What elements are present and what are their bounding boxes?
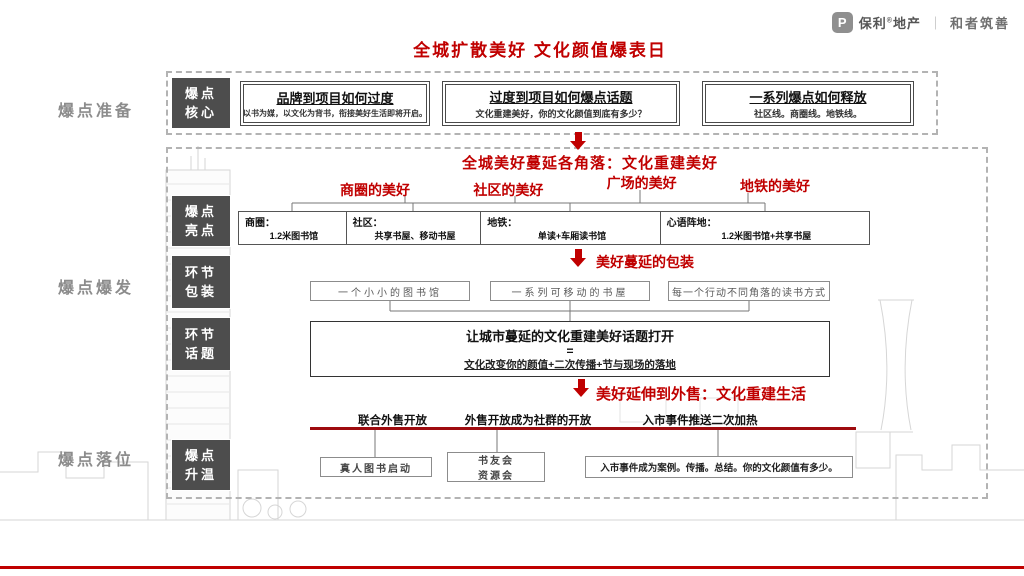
stage-tag-topic: 环节话题 bbox=[172, 318, 230, 370]
phase-label-burst: 爆点爆发 bbox=[58, 280, 135, 297]
package-label: 美好蔓延的包装 bbox=[596, 254, 694, 270]
stage-tag-warmup: 爆点升温 bbox=[172, 440, 230, 490]
logo-brand: 保利®地产 bbox=[858, 16, 921, 31]
spots-row: 商圈的美好 社区的美好 广场的美好 地铁的美好 bbox=[340, 175, 810, 200]
summary-line2: 文化改变你的颜值+二次传播+节与现场的落地 bbox=[464, 359, 676, 371]
table-cell-community: 社区： 共享书屋、移动书屋 bbox=[345, 212, 481, 244]
prep-box-subtitle: 社区线。商圈线。地铁线。 bbox=[753, 109, 862, 119]
stage-tag-package: 环节包装 bbox=[172, 256, 230, 308]
burst-headline: 全城美好蔓延各角落：文化重建美好 bbox=[461, 155, 718, 172]
table-cell-metro: 地铁： 单读+车厢读书馆 bbox=[480, 212, 659, 244]
event-box-case-summary: 入市事件成为案例。传播。总结。你的文化颜值有多少。 bbox=[585, 456, 853, 478]
package-box-mobile: 一系列可移动的书屋 bbox=[490, 281, 650, 301]
timeline-item-open: 联合外售开放 bbox=[358, 415, 427, 427]
summary-line1: 让城市蔓延的文化重建美好话题打开 bbox=[465, 329, 674, 344]
prep-box-topic: 过度到项目如何爆点话题 文化重建美好，你的文化颜值到底有多少？ bbox=[442, 81, 680, 126]
prep-box-brand: 品牌到项目如何过度 以书为媒，以文化为背书，衔接美好生活即将开启。 bbox=[240, 81, 430, 126]
table-cell-heartland: 心语阵地： 1.2米图书馆+共享书屋 bbox=[659, 212, 869, 244]
channel-table: 商圈： 1.2米图书馆 社区： 共享书屋、移动书屋 地铁： 单读+车厢读书馆 心… bbox=[238, 211, 870, 245]
down-arrow-icon bbox=[570, 132, 586, 150]
package-box-corner: 每一个行动不同角落的读书方式 bbox=[668, 281, 830, 301]
extend-label: 美好延伸到外售：文化重建生活 bbox=[596, 386, 807, 403]
timeline-item-reheat: 入市事件推送二次加热 bbox=[642, 415, 758, 427]
event-box-book-club: 书友会 资源会 bbox=[447, 452, 545, 482]
spot-metro: 地铁的美好 bbox=[739, 178, 810, 194]
prep-box-subtitle: 以书为媒，以文化为背书，衔接美好生活即将开启。 bbox=[243, 109, 427, 118]
logo-icon: P bbox=[831, 12, 853, 33]
logo-divider: ｜ bbox=[928, 16, 942, 31]
down-arrow-icon bbox=[570, 249, 586, 267]
company-logo: P 保利®地产 ｜ 和者筑善 bbox=[831, 12, 1010, 33]
spot-business: 商圈的美好 bbox=[340, 182, 410, 198]
prep-box-title: 一系列爆点如何释放 bbox=[749, 90, 867, 105]
prep-section-frame bbox=[166, 71, 938, 135]
prep-box-title: 过度到项目如何爆点话题 bbox=[489, 90, 633, 105]
timeline-item-group: 外售开放成为社群的开放 bbox=[464, 415, 592, 427]
prep-box-release: 一系列爆点如何释放 社区线。商圈线。地铁线。 bbox=[702, 81, 914, 126]
down-arrow-icon bbox=[573, 379, 589, 397]
spot-plaza: 广场的美好 bbox=[606, 175, 677, 191]
registered-mark: ® bbox=[886, 17, 893, 25]
table-cell-business: 商圈： 1.2米图书馆 bbox=[245, 218, 319, 241]
timeline-axis bbox=[310, 427, 856, 430]
spot-community: 社区的美好 bbox=[473, 182, 544, 198]
stage-tag-core: 爆点核心 bbox=[172, 78, 230, 128]
stage-tag-highlight: 爆点亮点 bbox=[172, 196, 230, 246]
logo-slogan: 和者筑善 bbox=[949, 16, 1010, 31]
phase-label-prep: 爆点准备 bbox=[58, 103, 135, 120]
summary-equals: = bbox=[566, 344, 574, 358]
summary-box: 让城市蔓延的文化重建美好话题打开 = 文化改变你的颜值+二次传播+节与现场的落地 bbox=[310, 321, 830, 377]
event-box-human-library: 真人图书启动 bbox=[320, 457, 432, 477]
page-title: 全城扩散美好 文化颜值爆表日 bbox=[413, 41, 667, 60]
footer-accent-bar bbox=[0, 566, 1024, 569]
phase-label-landing: 爆点落位 bbox=[58, 452, 135, 469]
prep-box-title: 品牌到项目如何过度 bbox=[276, 91, 394, 106]
prep-box-subtitle: 文化重建美好，你的文化颜值到底有多少？ bbox=[475, 109, 647, 119]
package-box-library: 一个小小的图书馆 bbox=[310, 281, 470, 301]
